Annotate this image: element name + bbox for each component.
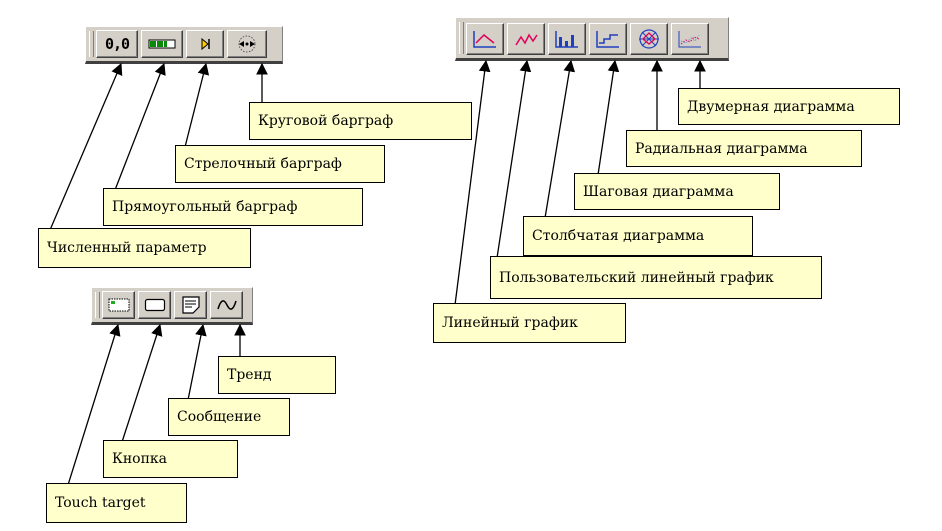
touch-target-button[interactable] xyxy=(102,291,135,319)
touch-target-icon xyxy=(108,298,129,312)
two-dim-chart-button[interactable] xyxy=(671,23,709,55)
arrow-bargraph-icon xyxy=(201,37,210,51)
label-radial-chart: Радиальная диаграмма xyxy=(626,130,862,167)
bar-chart-button[interactable] xyxy=(548,23,586,55)
label-arrow-bargraph: Стрелочный барграф xyxy=(175,145,385,183)
label-trend: Тренд xyxy=(218,356,336,394)
rectangular-bargraph-icon xyxy=(148,39,176,49)
button-tool-button[interactable] xyxy=(138,291,171,319)
step-chart-button[interactable] xyxy=(589,23,627,55)
label-custom-line-graph: Пользовательский линейный график xyxy=(490,256,822,299)
controls-toolbar xyxy=(91,287,253,325)
label-two-dim-chart: Двумерная диаграмма xyxy=(678,88,900,125)
arrow-step-chart xyxy=(597,59,620,176)
circular-bargraph-button[interactable] xyxy=(227,30,267,58)
line-graph-button[interactable] xyxy=(466,23,504,55)
custom-line-graph-icon xyxy=(515,33,538,46)
bar-chart-icon xyxy=(555,31,578,48)
arrow-bargraph-button[interactable] xyxy=(186,30,224,58)
label-rect-bargraph: Прямоугольный барграф xyxy=(103,188,363,226)
label-message: Сообщение xyxy=(168,398,290,436)
custom-line-graph-button[interactable] xyxy=(507,23,545,55)
two-dim-chart-icon xyxy=(678,31,701,48)
trend-icon xyxy=(216,300,237,310)
label-circular-bargraph: Круговой барграф xyxy=(249,102,472,140)
label-touch-target: Touch target xyxy=(46,483,187,523)
radial-chart-button[interactable] xyxy=(630,23,668,55)
arrow-arrow-bargraph xyxy=(184,62,210,148)
arrow-line-graph xyxy=(454,59,491,306)
label-numeric-parameter: Численный параметр xyxy=(38,228,251,268)
charts-toolbar xyxy=(455,17,729,61)
arrow-rect-bargraph xyxy=(114,62,166,191)
rectangular-bargraph-button[interactable] xyxy=(141,30,183,58)
message-button[interactable] xyxy=(174,291,207,319)
label-bar-chart: Столбчатая диаграмма xyxy=(523,216,753,256)
step-chart-icon xyxy=(596,31,619,48)
message-icon xyxy=(181,296,200,314)
line-graph-icon xyxy=(473,31,496,48)
arrow-custom-line xyxy=(496,59,532,259)
circular-bargraph-icon xyxy=(238,35,256,53)
numeric-parameter-button[interactable]: 0,0 xyxy=(96,30,138,58)
numeric-icon: 0,0 xyxy=(104,35,130,53)
arrow-message xyxy=(187,323,207,401)
rectangle-button-icon xyxy=(144,298,165,312)
radial-chart-icon xyxy=(639,29,659,49)
trend-button[interactable] xyxy=(210,291,243,319)
arrow-numeric xyxy=(49,62,123,231)
arrow-bar-chart xyxy=(544,59,576,219)
label-line-graph: Линейный график xyxy=(433,303,626,343)
indicators-toolbar: 0,0 xyxy=(85,26,283,64)
label-button: Кнопка xyxy=(103,440,238,478)
arrow-button xyxy=(121,323,163,443)
label-step-chart: Шаговая диаграмма xyxy=(574,173,780,210)
arrow-touch-target xyxy=(67,323,121,486)
